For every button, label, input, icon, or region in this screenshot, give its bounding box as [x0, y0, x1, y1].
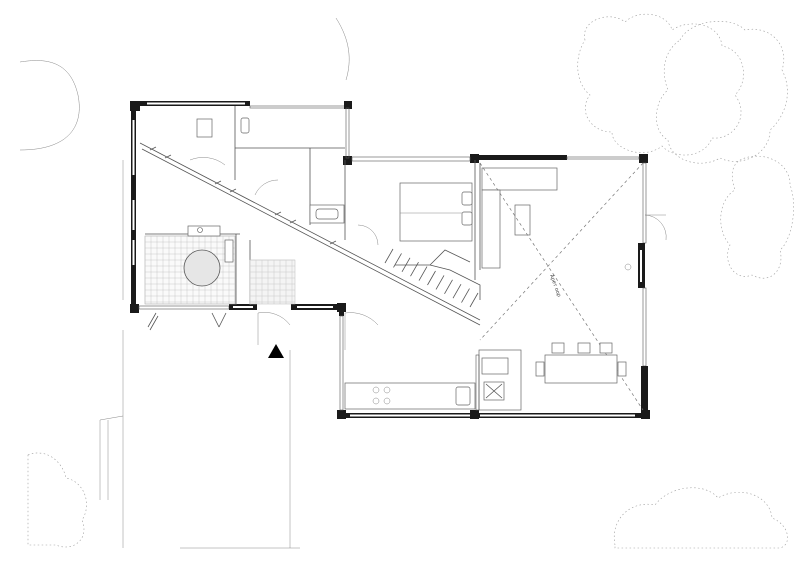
stair-tread [393, 253, 402, 268]
tree-canopy-bottom-left [27, 452, 87, 548]
stair-tread [418, 266, 428, 281]
stair-outline [395, 249, 481, 300]
stair-tread [435, 275, 445, 290]
site-context [19, 17, 350, 549]
upper-left-furniture [196, 117, 345, 224]
tree-canopy-bottom-right [613, 487, 788, 549]
stair-tread [427, 270, 436, 286]
staircase [384, 248, 481, 308]
bedroom [399, 182, 473, 242]
doors [147, 157, 667, 350]
stair-tread [461, 288, 470, 303]
kitchen [344, 349, 522, 411]
bathroom [144, 225, 296, 305]
tree-canopy-top-right [577, 13, 794, 279]
stair-tread [452, 284, 462, 299]
diagonal-glazing [139, 142, 481, 326]
partitions [145, 106, 481, 305]
walls [130, 101, 650, 419]
stair-tread [469, 292, 479, 308]
dining-table [535, 342, 627, 384]
stair-tread [410, 262, 419, 277]
entrance-arrow-icon [268, 344, 284, 358]
stair-tread [384, 248, 394, 264]
stair-tread [444, 279, 453, 294]
